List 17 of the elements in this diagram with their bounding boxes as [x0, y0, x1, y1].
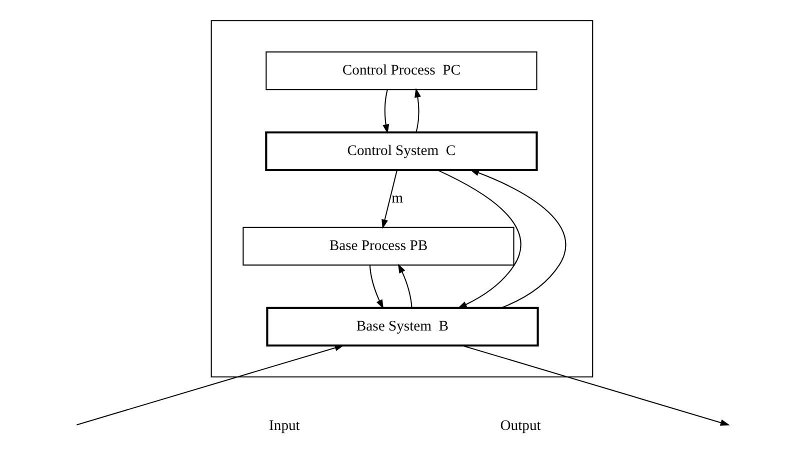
arrow [76, 344, 344, 426]
node-box: Base System B [266, 306, 539, 347]
arrow [414, 88, 421, 132]
node-box: Base Process PB [242, 226, 514, 266]
cluster [210, 20, 594, 378]
arrow [382, 170, 398, 229]
arrow [470, 170, 566, 308]
arrow [462, 345, 730, 426]
edge-label: m [392, 190, 403, 207]
arrow [382, 89, 390, 134]
arrow [369, 265, 384, 310]
node-box: Control System C [265, 131, 538, 172]
node-box: Control Process PC [266, 51, 538, 90]
label: Output [500, 418, 541, 434]
arrow [437, 170, 522, 308]
arrow [398, 264, 412, 308]
label: Input [269, 418, 300, 434]
